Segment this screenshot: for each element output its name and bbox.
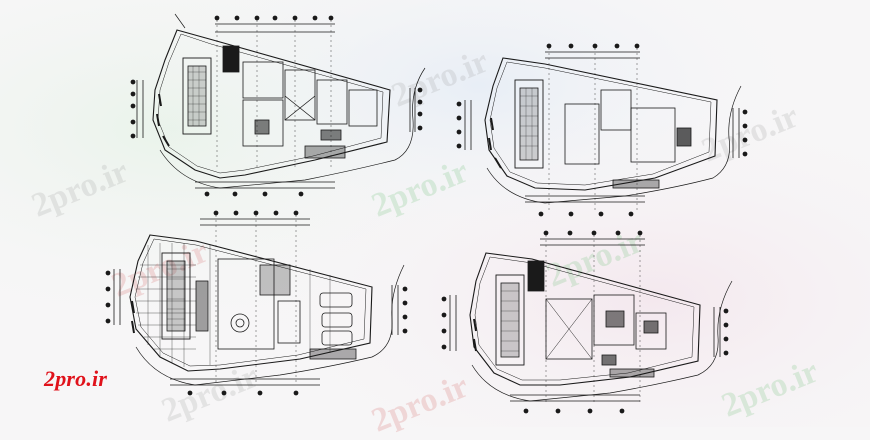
plan-drawing	[456, 43, 748, 217]
grid-bubbles-bottom	[204, 191, 304, 197]
brand-logo-text: 2pro.ir	[44, 366, 108, 391]
floor-plan-top-left	[130, 13, 426, 197]
floor-plan-top-right	[456, 43, 748, 217]
paving-grid	[136, 243, 331, 367]
plan-drawing	[441, 230, 733, 414]
grid-bubbles-left	[130, 79, 136, 139]
floor-plan-bottom-right	[441, 230, 733, 414]
floor-plan-bottom-left	[105, 210, 408, 396]
grid-bubbles-right	[417, 87, 423, 131]
plan-drawing	[130, 13, 426, 197]
parking-cars	[319, 292, 353, 346]
grid-bubbles-top	[214, 15, 334, 21]
plan-drawing	[105, 210, 408, 396]
background-wash	[0, 0, 870, 427]
